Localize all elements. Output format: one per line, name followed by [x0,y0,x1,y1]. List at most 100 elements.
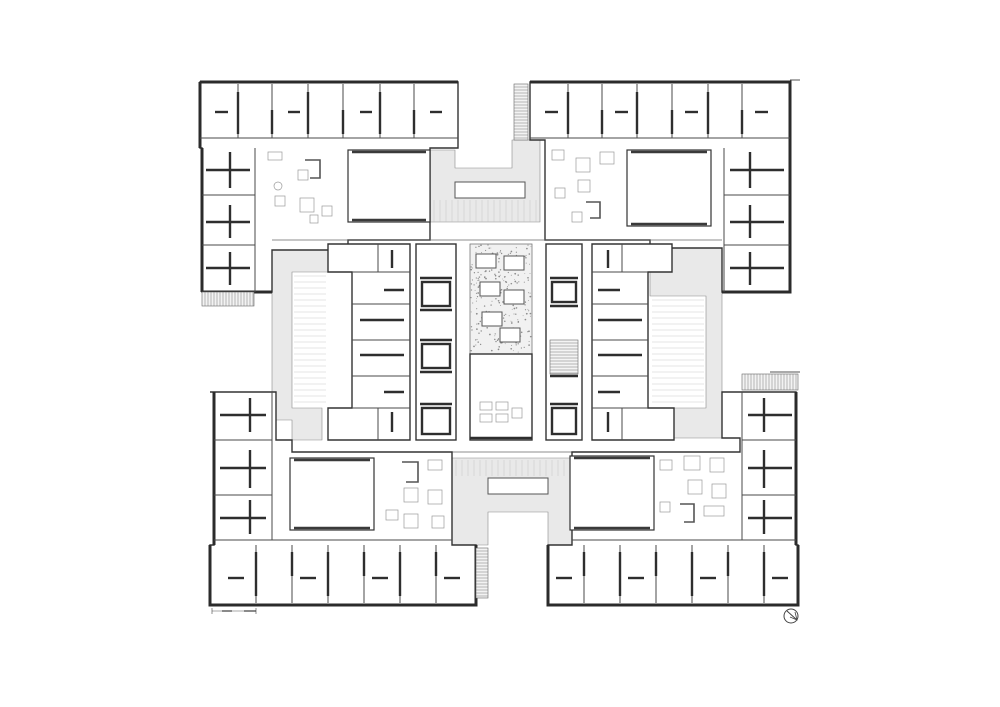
gravel-speck [476,308,478,310]
gravel-speck [528,344,530,346]
gravel-speck [496,253,499,256]
gravel-speck [472,302,474,304]
gravel-speck [489,333,491,336]
entry-stair-left [201,291,255,307]
gravel-speck [488,247,490,249]
gravel-speck [476,328,478,330]
gravel-speck [478,332,480,334]
gravel-speck [475,344,477,346]
gravel-speck [495,297,497,300]
top-right-side-strip [723,148,790,292]
deck-top-void [454,181,526,199]
gravel-speck [528,340,530,343]
gravel-speck [511,308,513,310]
gravel-speck [498,257,500,260]
gravel-speck [510,320,512,322]
gravel-speck [488,270,491,272]
gravel-speck [480,297,482,299]
gravel-speck [524,318,527,321]
gravel-speck [507,286,509,287]
gravel-speck [487,244,489,246]
gravel-speck [520,335,522,337]
gravel-speck [515,247,517,249]
gravel-speck [504,280,507,283]
gravel-speck [498,261,500,263]
gravel-speck [504,320,506,322]
gravel-speck [514,280,517,283]
gravel-speck [511,320,513,322]
gravel-speck [477,322,480,325]
central-hall [469,353,533,441]
gravel-speck [523,281,525,283]
gravel-speck [499,251,501,253]
gravel-speck [496,252,499,254]
gravel-speck [475,339,477,341]
courtyard-bottom-right [569,455,655,531]
gravel-speck [529,292,531,294]
courtyard-top-right [626,149,712,227]
gravel-speck [471,264,473,266]
gravel-speck [470,311,472,313]
gravel-speck [480,244,482,247]
gravel-speck [471,279,473,281]
gravel-speck [473,272,476,274]
gravel-speck [491,300,493,302]
gravel-speck [502,301,504,303]
gravel-speck [499,305,501,307]
gravel-speck [475,246,477,248]
gravel-speck [490,269,493,271]
central-stair [549,339,579,375]
gravel-speck [494,335,496,337]
wing-bottom-left [208,391,489,607]
entry-stair-bottom [475,547,489,599]
scale-bar-icon [211,608,257,614]
gravel-speck [498,271,500,273]
gravel-speck [480,330,482,332]
gravel-speck [529,295,532,298]
gravel-speck [524,309,527,311]
gravel-speck [510,322,513,324]
gravel-speck [475,251,477,253]
gravel-speck [515,307,518,309]
lounge-furniture-bottom-right [659,455,727,523]
gravel-speck [477,286,480,288]
gravel-speck [498,346,500,348]
gravel-speck [499,269,502,271]
gravel-speck [518,281,520,283]
garden-planters [475,253,525,343]
gravel-speck [503,314,505,316]
gravel-speck [528,300,530,302]
gravel-speck [477,279,479,281]
gravel-speck [470,326,473,328]
gravel-speck [523,346,525,348]
gravel-speck [504,343,506,345]
gravel-speck [498,338,500,339]
gravel-speck [517,343,519,345]
gravel-speck [527,331,529,333]
gravel-speck [485,249,487,252]
gravel-speck [502,317,505,319]
gravel-speck [517,321,520,323]
gravel-speck [480,274,482,276]
deck-bottom-connector [451,457,573,546]
gravel-speck [490,349,493,352]
top-left-side-strip [202,148,256,292]
gravel-speck [486,326,489,329]
courtyard-top-left [347,149,431,223]
gravel-speck [498,302,501,304]
gravel-speck [470,296,472,299]
gravel-speck [517,274,519,276]
gravel-speck [477,292,480,294]
wing-top-right [513,79,800,294]
gravel-speck [524,304,526,306]
gravel-speck [511,344,513,346]
gravel-speck [479,320,482,323]
gravel-speck [499,274,501,276]
gravel-speck [525,312,528,315]
gravel-speck [512,304,515,307]
gravel-speck [529,335,532,338]
gravel-speck [514,272,517,275]
gravel-speck [473,284,475,286]
gravel-speck [529,315,531,317]
